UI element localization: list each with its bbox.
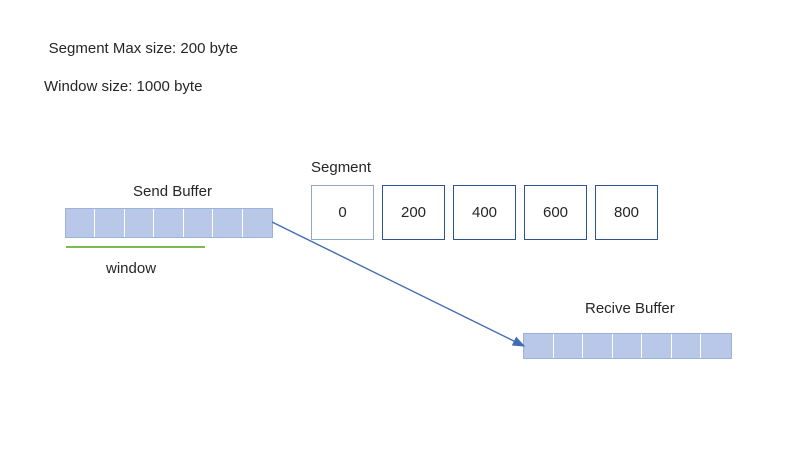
recive-buffer-cell	[524, 334, 554, 358]
segment-box: 600	[524, 185, 587, 240]
send-buffer-cell	[124, 209, 155, 237]
send-buffer-cell	[242, 209, 272, 237]
segment-box: 400	[453, 185, 516, 240]
send-buffer-cell	[66, 209, 96, 237]
segment-label: Segment	[311, 159, 372, 176]
header-note-line-1: Segment Max size: 200 byte	[48, 40, 238, 57]
send-buffer-cell	[95, 209, 125, 237]
recive-buffer-cell	[701, 334, 731, 358]
send-buffer-cell	[183, 209, 214, 237]
recive-buffer-cell	[583, 334, 613, 358]
window-label: window	[106, 260, 157, 277]
window-range-line	[66, 246, 205, 248]
header-note: Segment Max size: 200 byte Window size: …	[32, 20, 238, 134]
recive-buffer-cell	[642, 334, 672, 358]
send-buffer-cell	[213, 209, 243, 237]
recive-buffer-cell	[671, 334, 702, 358]
segment-box: 800	[595, 185, 658, 240]
header-note-line-2: Window size: 1000 byte	[44, 78, 203, 95]
send-buffer-cell	[154, 209, 184, 237]
recive-buffer-label: Recive Buffer	[585, 300, 675, 317]
segment-box-row: 0 200 400 600 800	[311, 185, 658, 240]
recive-buffer-cell	[553, 334, 584, 358]
segment-box: 200	[382, 185, 445, 240]
send-buffer-label: Send Buffer	[133, 183, 212, 200]
send-buffer	[65, 208, 273, 238]
recive-buffer-cell	[612, 334, 643, 358]
segment-box: 0	[311, 185, 374, 240]
recive-buffer	[523, 333, 732, 359]
